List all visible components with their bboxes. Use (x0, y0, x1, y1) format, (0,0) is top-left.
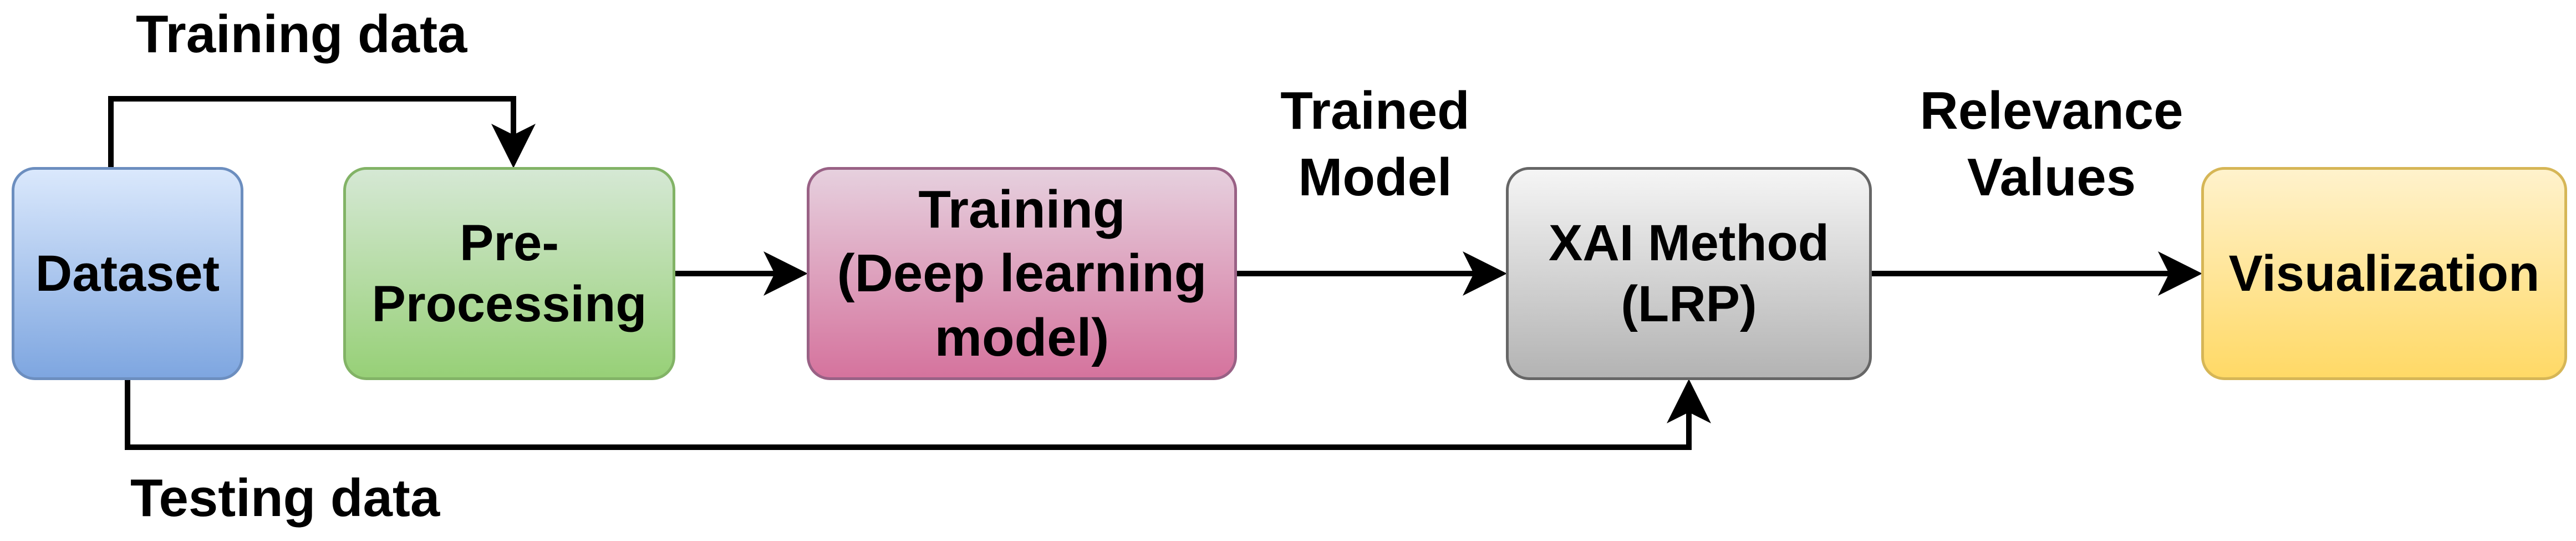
xai-method-label: XAI Method (LRP) (1549, 214, 1829, 332)
relevance-values-label: Relevance Values (1920, 81, 2183, 207)
testing-data-label: Testing data (130, 468, 440, 528)
dataset-label: Dataset (35, 245, 220, 302)
visualization-node: Visualization (2201, 167, 2567, 380)
training-node: Training (Deep learning model) (807, 167, 1237, 380)
visualization-label: Visualization (2228, 245, 2540, 302)
preprocessing-node: Pre- Processing (343, 167, 675, 380)
training-data-label: Training data (136, 4, 467, 64)
testing-data-arrow (125, 379, 1711, 450)
xai-method-node: XAI Method (LRP) (1506, 167, 1872, 380)
training-label: Training (Deep learning model) (837, 180, 1207, 367)
preprocessing-label: Pre- Processing (371, 214, 647, 332)
dataset-node: Dataset (12, 167, 243, 380)
training-data-arrow (108, 96, 536, 168)
trained-model-label: Trained Model (1280, 81, 1470, 207)
